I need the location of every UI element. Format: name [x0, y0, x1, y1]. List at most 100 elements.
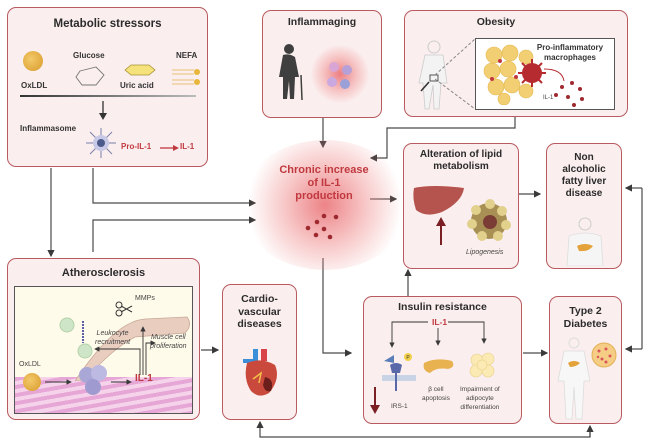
irs1-receptor-icon: P	[382, 353, 416, 391]
il1-label: IL-1	[180, 142, 195, 151]
beta-line2: apoptosis	[422, 395, 450, 402]
athero-arrows	[45, 326, 156, 385]
beta-cell-label: β cell apoptosis	[422, 385, 450, 403]
nafld-line1: Non	[574, 152, 594, 163]
pro-il1-label: Pro-IL-1	[121, 142, 152, 151]
macrophage-icon	[518, 59, 546, 87]
irs1-label: IRS-1	[391, 403, 408, 410]
cvd-line3: diseases	[237, 318, 282, 330]
zoom-lines	[434, 38, 476, 110]
oxldl-label: OxLDL	[21, 81, 48, 90]
nafld-box: Non alcoholic fatty liver disease	[546, 143, 622, 269]
t2d-box: Type 2 Diabetes	[549, 296, 622, 424]
metabolic-stressors-title: Metabolic stressors	[53, 18, 162, 30]
arrow-athero-to-center	[92, 216, 257, 252]
adipo-line3: differentiation	[460, 404, 500, 411]
chronic-il1-label: Chronic increase of IL-1 production	[260, 164, 388, 203]
arrow-center-to-insulin	[322, 258, 353, 357]
red-arrow-icon	[160, 145, 179, 151]
phospho-label: P	[406, 355, 410, 361]
leukocyte-label: Leukocyte recruitment	[95, 329, 130, 347]
inflammaging-box: Inflammaging	[262, 10, 382, 118]
obesity-il1-label: IL-1	[543, 95, 554, 101]
nafld-line2: alcoholic	[562, 164, 606, 175]
pancreas-icon	[423, 359, 454, 373]
arrow-metabolic-to-center	[92, 168, 257, 207]
cvd-title: Cardio- vascular diseases	[223, 293, 296, 331]
insulin-title: Insulin resistance	[398, 301, 487, 313]
inflammaging-title: Inflammaging	[287, 16, 357, 28]
down-arrow-dark-icon	[370, 387, 380, 414]
insulin-arrows	[389, 321, 487, 348]
cvd-line1: Cardio-	[241, 293, 278, 305]
macrophages-label: Pro-inflammatory macrophages	[536, 43, 604, 62]
islet-cell-icon	[591, 342, 617, 368]
athero-il1-label: IL-1	[135, 373, 153, 384]
glucose-molecule-icon	[75, 66, 105, 86]
metabolic-stressors-box: Metabolic stressors OxLDL Glucose Uric a…	[7, 7, 208, 167]
chronic-line3: production	[295, 190, 353, 202]
muscle-line1: Muscle cell	[150, 334, 186, 341]
oxldl-icon	[23, 51, 43, 71]
atherosclerosis-title: Atherosclerosis	[61, 267, 146, 279]
leukocyte-line1: Leukocyte	[96, 330, 129, 337]
cvd-line2: vascular	[238, 305, 281, 318]
up-arrow-icon	[436, 217, 446, 245]
artery-inset: MMPs Leukocyte recruitment Muscle cell p…	[14, 286, 193, 414]
cvd-box: Cardio- vascular diseases	[222, 284, 297, 420]
il1-particles-center	[305, 213, 339, 240]
elderly-person-icon	[279, 44, 303, 101]
atherosclerosis-box: Atherosclerosis MMPs Leukocyte recruitme…	[7, 258, 200, 420]
down-arrow-icon	[99, 101, 107, 120]
nafld-title: Non alcoholic fatty liver disease	[547, 152, 621, 200]
athero-oxldl-icon	[23, 373, 41, 391]
nafld-line3: fatty liver	[561, 176, 607, 187]
human-body-icon	[418, 40, 448, 110]
nefa-label: NEFA	[176, 51, 198, 60]
athero-oxldl-label: OxLDL	[19, 361, 41, 368]
foam-cells-icon	[79, 365, 107, 395]
liver-icon	[413, 186, 464, 215]
uric-acid-icon	[124, 64, 156, 76]
smooth-muscle-layer	[15, 377, 192, 413]
inflammasome-label: Inflammasome	[20, 124, 77, 133]
human-body-pancreas-icon	[557, 337, 591, 420]
chronic-line1: Chronic increase	[279, 164, 369, 176]
insulin-resistance-box: Insulin resistance IL-1 P IRS-1 β cell a…	[363, 296, 522, 424]
t2d-line2: Diabetes	[563, 317, 608, 330]
leukocyte-line2: recruitment	[95, 339, 131, 346]
adipocyte-cluster-icon	[469, 352, 495, 378]
nafld-line4: disease	[565, 188, 603, 199]
il1-particles-icon	[543, 68, 584, 107]
chronic-line2: of IL-1	[307, 177, 341, 189]
obesity-box: Obesity Pro-inflammatory macrophages IL-…	[404, 10, 628, 117]
lipid-title: Alteration of lipid metabolism	[404, 149, 518, 173]
immune-cells-icon	[327, 62, 352, 89]
obesity-title: Obesity	[476, 16, 516, 28]
glucose-label: Glucose	[73, 51, 105, 60]
mmps-label: MMPs	[135, 295, 155, 302]
lipid-droplet-cell-icon	[467, 199, 511, 241]
adipose-tissue-inset: Pro-inflammatory macrophages IL-1	[475, 38, 615, 110]
adipocyte-label: Impairment of adipocyte differentiation	[460, 385, 500, 412]
inflammation-glow	[311, 45, 369, 103]
uric-acid-label: Uric acid	[120, 81, 154, 90]
adipocytes-icon	[483, 44, 534, 105]
divider-line	[20, 95, 196, 97]
insulin-il1-label: IL-1	[432, 317, 448, 327]
leukocyte-cells-icon	[59, 317, 93, 359]
inflammasome-cell-icon	[86, 128, 116, 158]
center-glow	[240, 140, 410, 270]
lipid-title-line1: Alteration of lipid	[419, 149, 503, 160]
heart-icon	[243, 349, 277, 396]
lipid-metabolism-box: Alteration of lipid metabolism Lipogenes…	[403, 143, 519, 269]
t2d-line1: Type 2	[569, 305, 602, 317]
scissors-icon	[115, 301, 133, 317]
t2d-title: Type 2 Diabetes	[550, 305, 621, 330]
person-liver-icon	[566, 217, 604, 266]
beta-line1: β cell	[428, 386, 444, 393]
muscle-line2: proliferation	[150, 343, 187, 350]
lipogenesis-label: Lipogenesis	[466, 249, 504, 256]
lipid-title-line2: metabolism	[433, 161, 489, 172]
muscle-label: Muscle cell proliferation	[150, 333, 187, 351]
